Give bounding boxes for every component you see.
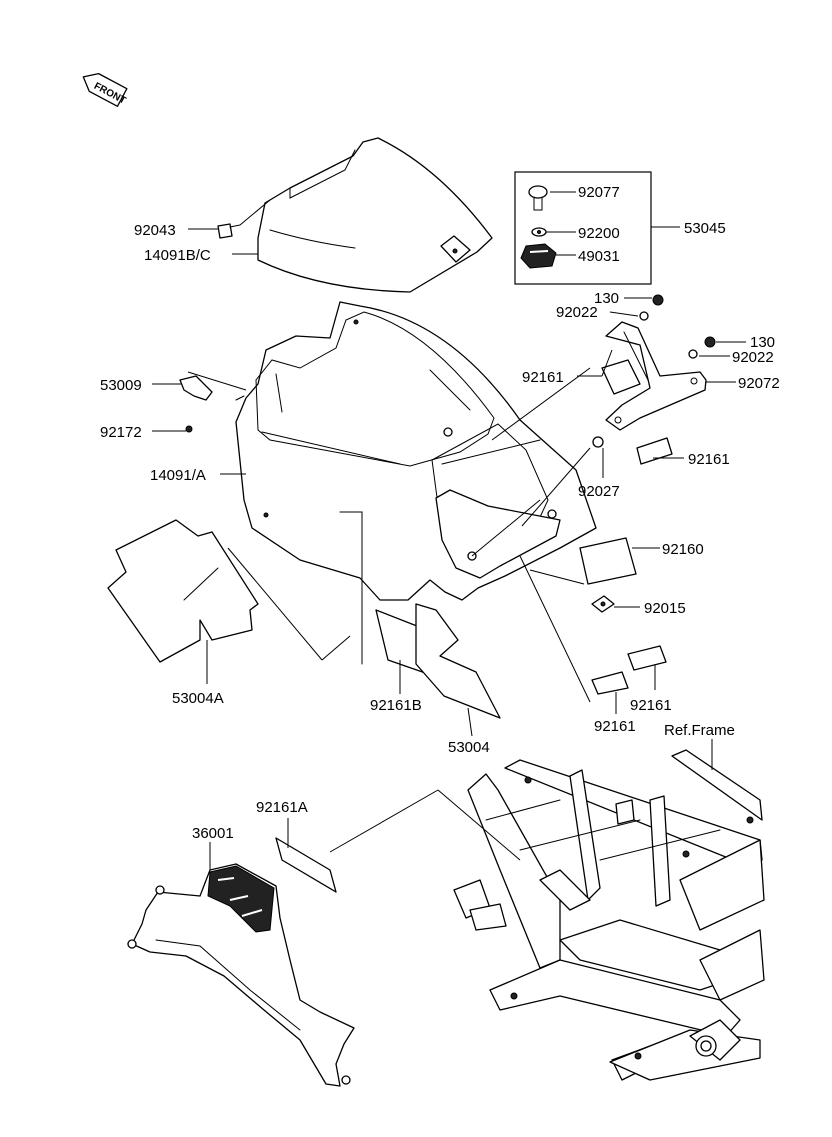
label-92043: 92043	[134, 222, 176, 239]
label-92015: 92015	[644, 600, 686, 617]
front-direction-badge: FRONT	[82, 72, 128, 107]
label-53004a: 53004A	[172, 690, 224, 707]
pad-92160	[579, 537, 637, 585]
label-92022-right: 92022	[732, 349, 774, 366]
part-labels: 92043 14091B/C 92077 92200 49031 53045 1…	[100, 184, 780, 842]
label-36001: 36001	[192, 825, 234, 842]
label-53045: 53045	[684, 220, 726, 237]
label-ref-frame: Ref.Frame	[664, 722, 735, 739]
nut-92015	[591, 595, 615, 613]
screw-92043	[217, 223, 241, 239]
label-92161a: 92161A	[256, 799, 308, 816]
label-92161-right: 92161	[688, 451, 730, 468]
leader-lines	[152, 191, 746, 870]
pad-92161a	[275, 837, 337, 893]
bracket-92072	[592, 294, 716, 465]
label-14091a: 14091/A	[150, 467, 206, 484]
label-92161-lower-left: 92161	[594, 718, 636, 735]
label-53004: 53004	[448, 739, 490, 756]
label-92022-upper: 92022	[556, 304, 598, 321]
pad-53004	[415, 603, 501, 719]
label-92200: 92200	[578, 225, 620, 242]
pad-53004a	[107, 519, 259, 663]
label-92027: 92027	[578, 483, 620, 500]
pad-92161-lower	[591, 645, 667, 695]
frame-reference	[453, 749, 765, 1081]
label-92077: 92077	[578, 184, 620, 201]
label-53009: 53009	[100, 377, 142, 394]
label-14091bc: 14091B/C	[144, 247, 211, 264]
label-49031: 49031	[578, 248, 620, 265]
label-92172: 92172	[100, 424, 142, 441]
label-92161-upper: 92161	[522, 369, 564, 386]
bracket-53009	[179, 375, 213, 433]
label-92161-lower-right: 92161	[630, 697, 672, 714]
label-92160: 92160	[662, 541, 704, 558]
label-130-upper: 130	[594, 290, 619, 307]
upper-cover-14091bc	[257, 137, 493, 293]
kit-53045-box	[514, 171, 652, 285]
label-92072: 92072	[738, 375, 780, 392]
label-130-right: 130	[750, 334, 775, 351]
duct-36001	[127, 863, 355, 1087]
label-92161b: 92161B	[370, 697, 422, 714]
